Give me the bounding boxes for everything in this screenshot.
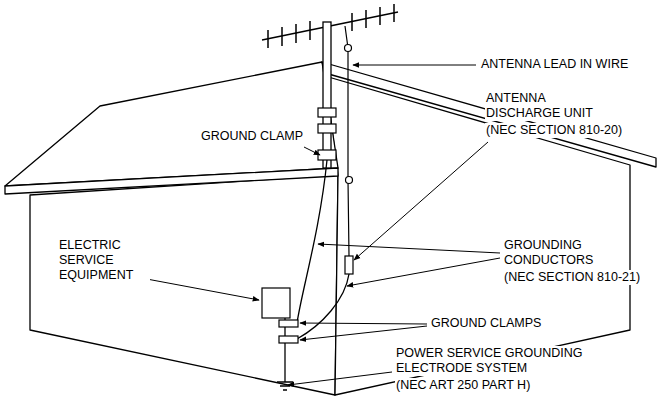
callout-label: (NEC ART 250 PART H) bbox=[395, 378, 531, 393]
electric-service-box bbox=[262, 288, 290, 318]
electrode-conductor bbox=[284, 318, 285, 382]
gable-wall bbox=[325, 76, 630, 395]
callout-label: GROUND CLAMPS bbox=[430, 316, 542, 331]
callout-label: GROUND CLAMP bbox=[200, 129, 304, 144]
callout-label: ANTENNA DISCHARGE UNIT bbox=[485, 91, 612, 121]
lead-in-wire bbox=[345, 26, 349, 256]
leader-line bbox=[347, 258, 500, 286]
grounding-conductor bbox=[297, 160, 327, 323]
leader-line bbox=[354, 142, 488, 260]
gable-roof-edge bbox=[322, 62, 656, 167]
leader-line bbox=[136, 277, 259, 300]
mast-standoff bbox=[318, 124, 336, 133]
leader-line bbox=[304, 147, 320, 155]
mast-standoff bbox=[318, 108, 336, 117]
callout-label: GROUNDING CONDUCTORS bbox=[503, 238, 617, 268]
leader-line bbox=[300, 323, 427, 324]
roof-edge bbox=[5, 168, 338, 194]
roof bbox=[5, 62, 338, 186]
leader-line bbox=[318, 244, 500, 253]
antenna-discharge-unit bbox=[345, 256, 353, 274]
leader-line bbox=[300, 326, 427, 340]
callout-label: (NEC SECTION 810-20) bbox=[485, 123, 623, 138]
ground-clamp bbox=[279, 336, 298, 343]
ground-clamp bbox=[318, 150, 336, 160]
leader-line bbox=[353, 65, 476, 66]
antenna-mast bbox=[323, 22, 331, 168]
callout-label: ANTENNA LEAD IN WIRE bbox=[480, 57, 629, 72]
leader-line bbox=[288, 372, 392, 385]
wire-standoff bbox=[345, 45, 352, 52]
callout-label: ELECTRIC SERVICE EQUIPMENT bbox=[58, 238, 150, 283]
ground-clamp bbox=[279, 320, 298, 327]
grounding-conductor bbox=[297, 274, 349, 339]
wire-standoff bbox=[346, 177, 353, 184]
ground-symbol bbox=[277, 382, 293, 390]
callout-label: (NEC SECTION 810-21) bbox=[503, 270, 641, 285]
front-wall bbox=[30, 175, 338, 395]
callout-label: POWER SERVICE GROUNDING ELECTRODE SYSTEM bbox=[395, 346, 622, 376]
